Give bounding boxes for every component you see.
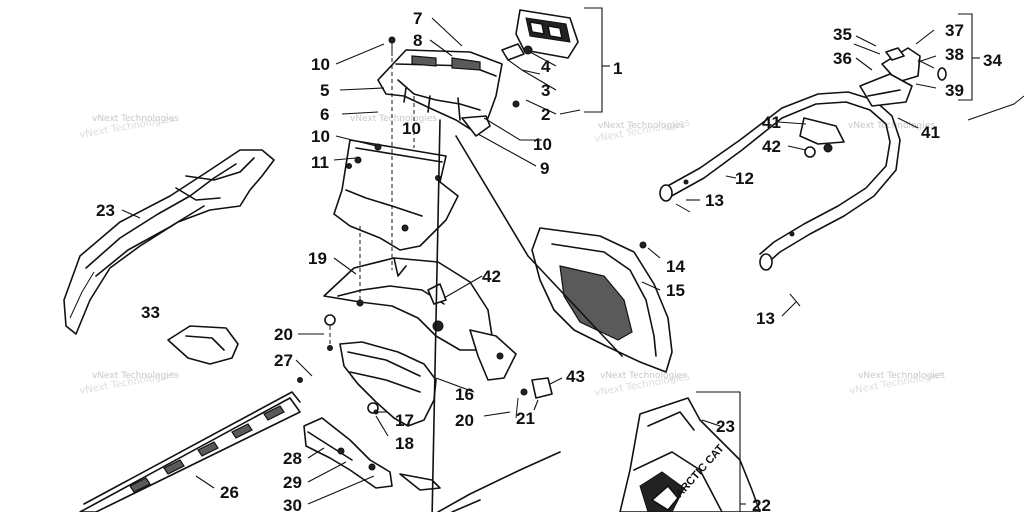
part-11-flap [333, 139, 459, 251]
part-26-rail [79, 391, 301, 512]
callout-10-top: 10 [311, 55, 330, 74]
callout-3: 3 [541, 81, 550, 100]
callout-14: 14 [666, 257, 685, 276]
callout-30: 30 [283, 496, 302, 512]
watermark-2: vNext Technologies [350, 114, 437, 124]
callout-18: 18 [395, 434, 414, 453]
callout-6: 6 [320, 105, 329, 124]
part-19-inner-fender [323, 257, 517, 381]
part-1-4-taillight [501, 9, 579, 75]
part-16-mud-flap [339, 341, 437, 427]
callout-5: 5 [320, 81, 329, 100]
callout-4: 4 [541, 57, 551, 76]
callout-35: 35 [833, 25, 852, 44]
callout-10-right: 10 [533, 135, 552, 154]
watermark-4: vNext Technologies [848, 121, 935, 131]
watermark-5: vNext Technologies [92, 371, 179, 381]
callout-17: 17 [395, 411, 414, 430]
watermark-8: vNext Technologies [858, 371, 945, 381]
assembly-centerlines [329, 58, 623, 512]
callout-15: 15 [666, 281, 685, 300]
callout-11: 11 [311, 153, 329, 172]
hardware-fasteners [297, 36, 816, 419]
part-15-panel [531, 227, 673, 373]
callout-20-left: 20 [274, 325, 293, 344]
watermark-3: vNext Technologies [598, 121, 685, 131]
callout-29: 29 [283, 473, 302, 492]
part-22-23-hood: ARCTIC CAT [437, 397, 761, 512]
leader-lines [121, 7, 980, 512]
part-5-8-tail-housing [377, 49, 503, 137]
part-34-39-bracket-group [853, 43, 1024, 121]
callout-13-bottom: 13 [756, 309, 775, 328]
part-12-grab-bar [659, 91, 901, 271]
callout-19: 19 [308, 249, 327, 268]
callout-39: 39 [945, 81, 964, 100]
callout-36: 36 [833, 49, 852, 68]
callout-8: 8 [413, 31, 422, 50]
callout-42-center: 42 [482, 267, 501, 286]
callout-7: 7 [413, 9, 422, 28]
callout-10-left: 10 [311, 127, 330, 146]
part-28-30-bracket [303, 417, 441, 491]
watermark-7: vNext Technologies [600, 371, 687, 381]
callout-33: 33 [141, 303, 160, 322]
callout-41-left: 41 [762, 113, 781, 132]
callout-13-top: 13 [705, 191, 724, 210]
callout-23-left: 23 [96, 201, 115, 220]
callout-37: 37 [945, 21, 964, 40]
callout-38: 38 [945, 45, 964, 64]
callout-28: 28 [283, 449, 302, 468]
callout-1: 1 [613, 59, 622, 78]
callout-16: 16 [455, 385, 474, 404]
part-33-pad [167, 325, 239, 365]
callout-12: 12 [735, 169, 754, 188]
callout-23-right: 23 [716, 417, 735, 436]
callout-27: 27 [274, 351, 293, 370]
callout-10-center: 10 [402, 119, 421, 138]
callout-9: 9 [540, 159, 549, 178]
callout-43: 43 [566, 367, 585, 386]
callout-22: 22 [752, 496, 771, 512]
callout-labels: 1 2 3 4 5 6 7 8 9 10 10 10 10 11 12 13 1… [96, 9, 1002, 512]
callout-42-right: 42 [762, 137, 781, 156]
callout-26: 26 [220, 483, 239, 502]
callout-21: 21 [516, 409, 535, 428]
callout-34: 34 [983, 51, 1002, 70]
callout-41-right: 41 [921, 123, 940, 142]
part-23-side-panel-left [63, 149, 275, 335]
watermark-1: vNext Technologies [92, 114, 179, 124]
callout-2: 2 [541, 105, 550, 124]
callout-20-right: 20 [455, 411, 474, 430]
